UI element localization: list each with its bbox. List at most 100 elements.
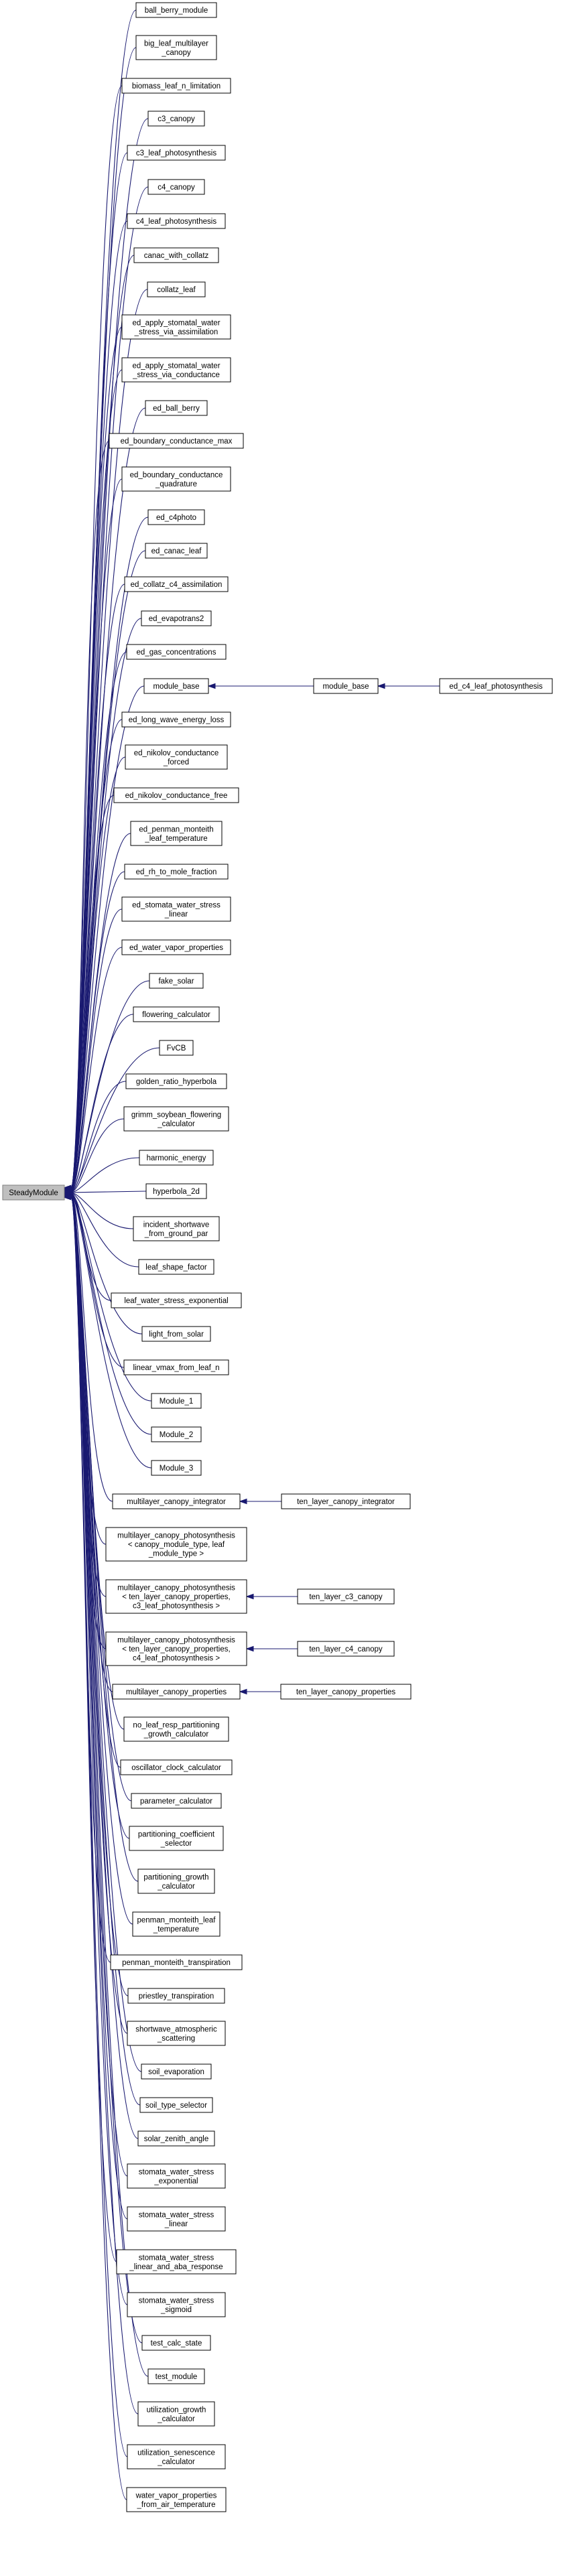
class-node-golden-ratio-hyperbola[interactable]: golden_ratio_hyperbola (125, 1073, 227, 1089)
class-node-stomata-water-stress-sigmoid[interactable]: stomata_water_stress_sigmoid (127, 2292, 226, 2317)
class-node-ed-c4photo[interactable]: ed_c4photo (147, 509, 205, 525)
class-node-ed-rh-to-mole-fraction[interactable]: ed_rh_to_mole_fraction (124, 864, 229, 880)
class-node-multilayer-canopy-photosynthesis-c3[interactable]: multilayer_canopy_photosynthesis< ten_la… (105, 1579, 247, 1614)
class-node-ten-layer-canopy-integrator[interactable]: ten_layer_canopy_integrator (281, 1493, 411, 1509)
class-node-module-2[interactable]: Module_2 (151, 1426, 202, 1442)
class-node-biomass-leaf-n-limitation[interactable]: biomass_leaf_n_limitation (121, 78, 231, 94)
class-node-partitioning-coefficient-selector[interactable]: partitioning_coefficient_selector (129, 1826, 224, 1851)
node-label: ed_collatz_c4_assimilation (131, 581, 223, 589)
node-box (147, 111, 205, 127)
class-node-module-base-1[interactable]: module_base (143, 678, 209, 694)
node-label: utilization_growth (147, 2406, 206, 2414)
inheritance-edge (63, 1191, 112, 1301)
class-node-flowering-calculator[interactable]: flowering_calculator (133, 1006, 220, 1022)
class-node-stomata-water-stress-linear[interactable]: stomata_water_stress_linear (127, 2206, 226, 2232)
class-node-ed-apply-stomatal-water-stress-via-conductance[interactable]: ed_apply_stomatal_water_stress_via_condu… (121, 357, 231, 383)
class-node-hyperbola-2d[interactable]: hyperbola_2d (145, 1183, 207, 1199)
class-node-ten-layer-c3-canopy[interactable]: ten_layer_c3_canopy (297, 1588, 395, 1605)
class-node-ed-penman-monteith-leaf-temperature[interactable]: ed_penman_monteith_leaf_temperature (130, 821, 223, 846)
class-node-ed-nikolov-conductance-free[interactable]: ed_nikolov_conductance_free (113, 787, 239, 803)
class-node-penman-monteith-transpiration[interactable]: penman_monteith_transpiration (110, 1954, 243, 1970)
class-node-stomata-water-stress-exponential[interactable]: stomata_water_stress_exponential (127, 2163, 226, 2189)
class-node-collatz-leaf[interactable]: collatz_leaf (147, 281, 206, 297)
node-box (127, 145, 226, 161)
class-node-c3-canopy[interactable]: c3_canopy (147, 111, 205, 127)
class-node-penman-monteith-leaf-temperature[interactable]: penman_monteith_leaf_temperature (132, 1911, 221, 1937)
class-node-ed-boundary-conductance-quadrature[interactable]: ed_boundary_conductance_quadrature (121, 466, 231, 492)
class-node-c3-leaf-photosynthesis[interactable]: c3_leaf_photosynthesis (127, 145, 226, 161)
class-node-module-base-2[interactable]: module_base (313, 678, 379, 694)
class-node-c4-canopy[interactable]: c4_canopy (147, 179, 205, 195)
class-node-ed-gas-concentrations[interactable]: ed_gas_concentrations (126, 644, 227, 660)
node-label: ten_layer_c4_canopy (309, 1645, 383, 1653)
node-label: fake_solar (158, 977, 194, 986)
node-box (127, 1988, 225, 2004)
class-node-partitioning-growth-calculator[interactable]: partitioning_growth_calculator (137, 1869, 215, 1894)
class-node-test-module[interactable]: test_module (147, 2368, 205, 2384)
class-node-c4-leaf-photosynthesis[interactable]: c4_leaf_photosynthesis (127, 213, 226, 229)
node-label: ed_penman_monteith (139, 825, 213, 833)
class-node-multilayer-canopy-properties[interactable]: multilayer_canopy_properties (112, 1684, 241, 1700)
node-box (133, 1216, 220, 1241)
class-node-ed-evapotrans2[interactable]: ed_evapotrans2 (141, 610, 212, 626)
class-node-ed-nikolov-conductance-forced[interactable]: ed_nikolov_conductance_forced (125, 744, 228, 770)
class-node-module-3[interactable]: Module_3 (151, 1460, 202, 1476)
node-label: c4_leaf_photosynthesis > (133, 1655, 220, 1663)
class-node-multilayer-canopy-photosynthesis-generic[interactable]: multilayer_canopy_photosynthesis< canopy… (105, 1527, 247, 1562)
class-node-stomata-water-stress-linear-and-aba-response[interactable]: stomata_water_stress_linear_and_aba_resp… (116, 2249, 237, 2275)
class-node-priestley-transpiration[interactable]: priestley_transpiration (127, 1988, 225, 2004)
class-node-ed-water-vapor-properties[interactable]: ed_water_vapor_properties (121, 939, 231, 955)
class-node-soil-evaporation[interactable]: soil_evaporation (141, 2063, 212, 2080)
class-node-module-1[interactable]: Module_1 (151, 1393, 202, 1409)
class-node-ed-canac-leaf[interactable]: ed_canac_leaf (145, 543, 208, 559)
node-box (127, 2021, 226, 2046)
node-box (147, 281, 206, 297)
class-node-ed-long-wave-energy-loss[interactable]: ed_long_wave_energy_loss (121, 711, 231, 728)
class-node-incident-shortwave-from-ground-par[interactable]: incident_shortwave_from_ground_par (133, 1216, 220, 1241)
node-label: ed_gas_concentrations (137, 649, 216, 657)
node-label: module_base (153, 683, 199, 691)
class-node-leaf-shape-factor[interactable]: leaf_shape_factor (138, 1259, 214, 1275)
class-node-linear-vmax-from-leaf-n[interactable]: linear_vmax_from_leaf_n (123, 1359, 229, 1375)
class-node-ball-berry-module[interactable]: ball_berry_module (135, 2, 217, 18)
class-node-grimm-soybean-flowering-calculator[interactable]: grimm_soybean_flowering_calculator (123, 1106, 229, 1132)
class-node-ed-c4-leaf-photosynthesis[interactable]: ed_c4_leaf_photosynthesis (439, 678, 553, 694)
node-box (147, 2368, 205, 2384)
class-node-multilayer-canopy-photosynthesis-c4[interactable]: multilayer_canopy_photosynthesis< ten_la… (105, 1631, 247, 1666)
class-node-utilization-senescence-calculator[interactable]: utilization_senescence_calculator (127, 2444, 226, 2469)
node-box (123, 1106, 229, 1132)
node-label: ed_c4_leaf_photosynthesis (449, 683, 543, 691)
class-node-test-calc-state[interactable]: test_calc_state (141, 2335, 211, 2351)
class-node-soil-type-selector[interactable]: soil_type_selector (139, 2097, 213, 2113)
class-node-ed-ball-berry[interactable]: ed_ball_berry (145, 400, 208, 416)
class-node-parameter-calculator[interactable]: parameter_calculator (131, 1793, 222, 1809)
node-box (133, 247, 219, 263)
class-node-utilization-growth-calculator[interactable]: utilization_growth_calculator (137, 2401, 215, 2427)
class-node-fvcb[interactable]: FvCB (159, 1040, 194, 1056)
node-box (130, 821, 223, 846)
node-box (127, 2292, 226, 2317)
class-node-multilayer-canopy-integrator[interactable]: multilayer_canopy_integrator (112, 1493, 241, 1509)
class-node-water-vapor-properties-from-air-temperature[interactable]: water_vapor_properties_from_air_temperat… (126, 2487, 227, 2512)
class-node-shortwave-atmospheric-scattering[interactable]: shortwave_atmospheric_scattering (127, 2021, 226, 2046)
class-node-big-leaf-multilayer-canopy[interactable]: big_leaf_multilayer_canopy (135, 35, 217, 60)
node-label: harmonic_energy (147, 1154, 206, 1162)
class-node-leaf-water-stress-exponential[interactable]: leaf_water_stress_exponential (111, 1292, 242, 1308)
class-node-ed-collatz-c4-assimilation[interactable]: ed_collatz_c4_assimilation (124, 576, 229, 592)
class-node-ten-layer-canopy-properties[interactable]: ten_layer_canopy_properties (280, 1684, 412, 1700)
class-node-ten-layer-c4-canopy[interactable]: ten_layer_c4_canopy (297, 1641, 395, 1657)
class-node-ed-boundary-conductance-max[interactable]: ed_boundary_conductance_max (109, 433, 244, 449)
node-box (121, 711, 231, 728)
class-node-fake-solar[interactable]: fake_solar (149, 973, 204, 989)
node-box (145, 1183, 207, 1199)
class-node-steadymodule[interactable]: SteadyModule (2, 1184, 65, 1201)
class-node-no-leaf-resp-partitioning-growth-calculator[interactable]: no_leaf_resp_partitioning_growth_calcula… (123, 1716, 229, 1742)
class-node-ed-stomata-water-stress-linear[interactable]: ed_stomata_water_stress_linear (121, 896, 231, 922)
class-node-harmonic-energy[interactable]: harmonic_energy (139, 1150, 214, 1166)
class-node-light-from-solar[interactable]: light_from_solar (141, 1326, 211, 1342)
class-node-ed-apply-stomatal-water-stress-via-assimilation[interactable]: ed_apply_stomatal_water_stress_via_assim… (121, 314, 231, 340)
class-node-solar-zenith-angle[interactable]: solar_zenith_angle (137, 2130, 215, 2147)
class-node-oscillator-clock-calculator[interactable]: oscillator_clock_calculator (120, 1759, 233, 1775)
class-node-canac-with-collatz[interactable]: canac_with_collatz (133, 247, 219, 263)
node-label: priestley_transpiration (139, 1992, 214, 2001)
